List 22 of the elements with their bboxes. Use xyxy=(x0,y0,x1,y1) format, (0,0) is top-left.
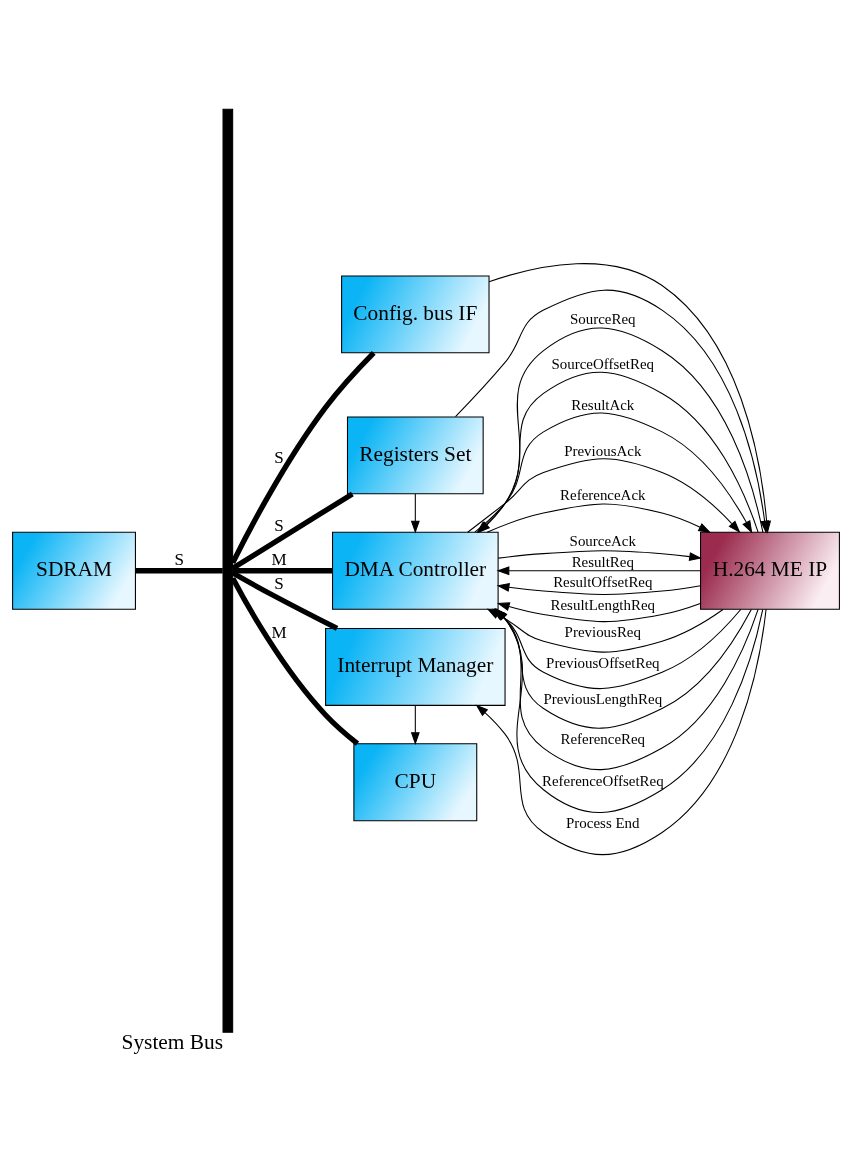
edge-label: M xyxy=(271,622,287,642)
edge-label: PreviousAck xyxy=(564,442,642,459)
edge-label: PreviousReq xyxy=(564,623,641,640)
edge-label: ReferenceAck xyxy=(560,486,646,503)
edge-label: SourceReq xyxy=(570,310,636,327)
edge-label: ReferenceOffsetReq xyxy=(541,772,664,789)
edge-label: M xyxy=(271,549,287,569)
edge-label: PreviousLengthReq xyxy=(543,690,663,707)
edge-label: PreviousOffsetReq xyxy=(546,654,660,671)
edge-label: SourceOffsetReq xyxy=(551,355,655,372)
edge-label: SourceAck xyxy=(569,532,636,549)
edge-label: S xyxy=(174,549,184,569)
edge-label: ResultAck xyxy=(571,396,635,413)
edge-label: ResultReq xyxy=(571,553,634,570)
edge-label: S xyxy=(274,447,284,467)
edge-label: S xyxy=(274,515,284,535)
edge-label: Process End xyxy=(566,814,640,831)
edge-label: S xyxy=(274,573,284,593)
node-label: System Bus xyxy=(121,1029,224,1054)
edge-label: ReferenceReq xyxy=(560,730,646,747)
edge-label: ResultLengthReq xyxy=(550,596,656,613)
edge-label: ResultOffsetReq xyxy=(553,573,653,590)
